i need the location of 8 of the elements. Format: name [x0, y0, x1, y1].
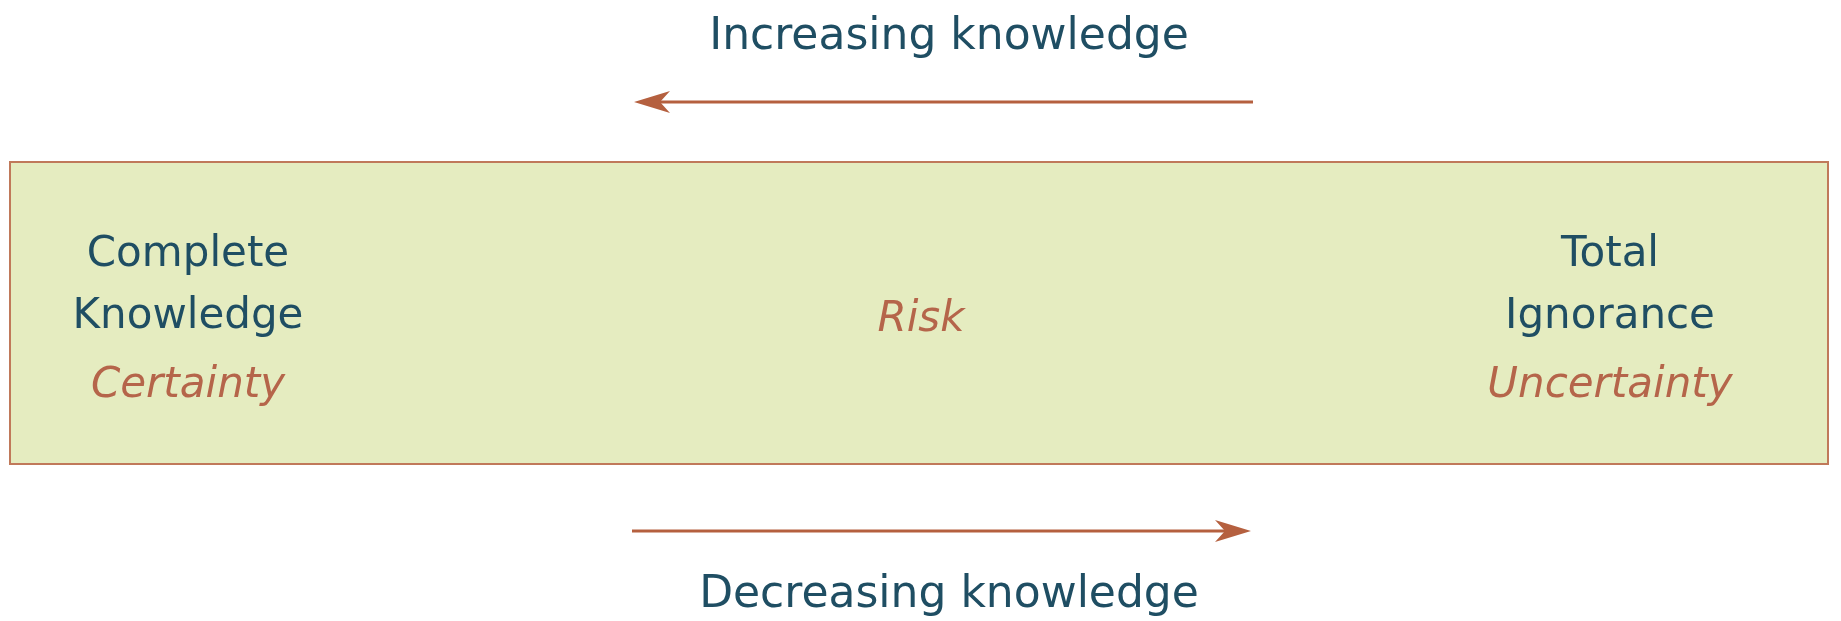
- state-label: Risk: [876, 291, 967, 343]
- spectrum-band: [9, 161, 1829, 465]
- state-label: Certainty: [89, 357, 287, 409]
- axis-label: Increasing knowledge: [709, 8, 1189, 59]
- knowledge-label: Total Ignorance: [1504, 226, 1716, 340]
- state-label: Uncertainty: [1486, 357, 1734, 409]
- axis-label: Decreasing knowledge: [699, 566, 1199, 617]
- knowledge-label: Complete Knowledge: [71, 226, 305, 340]
